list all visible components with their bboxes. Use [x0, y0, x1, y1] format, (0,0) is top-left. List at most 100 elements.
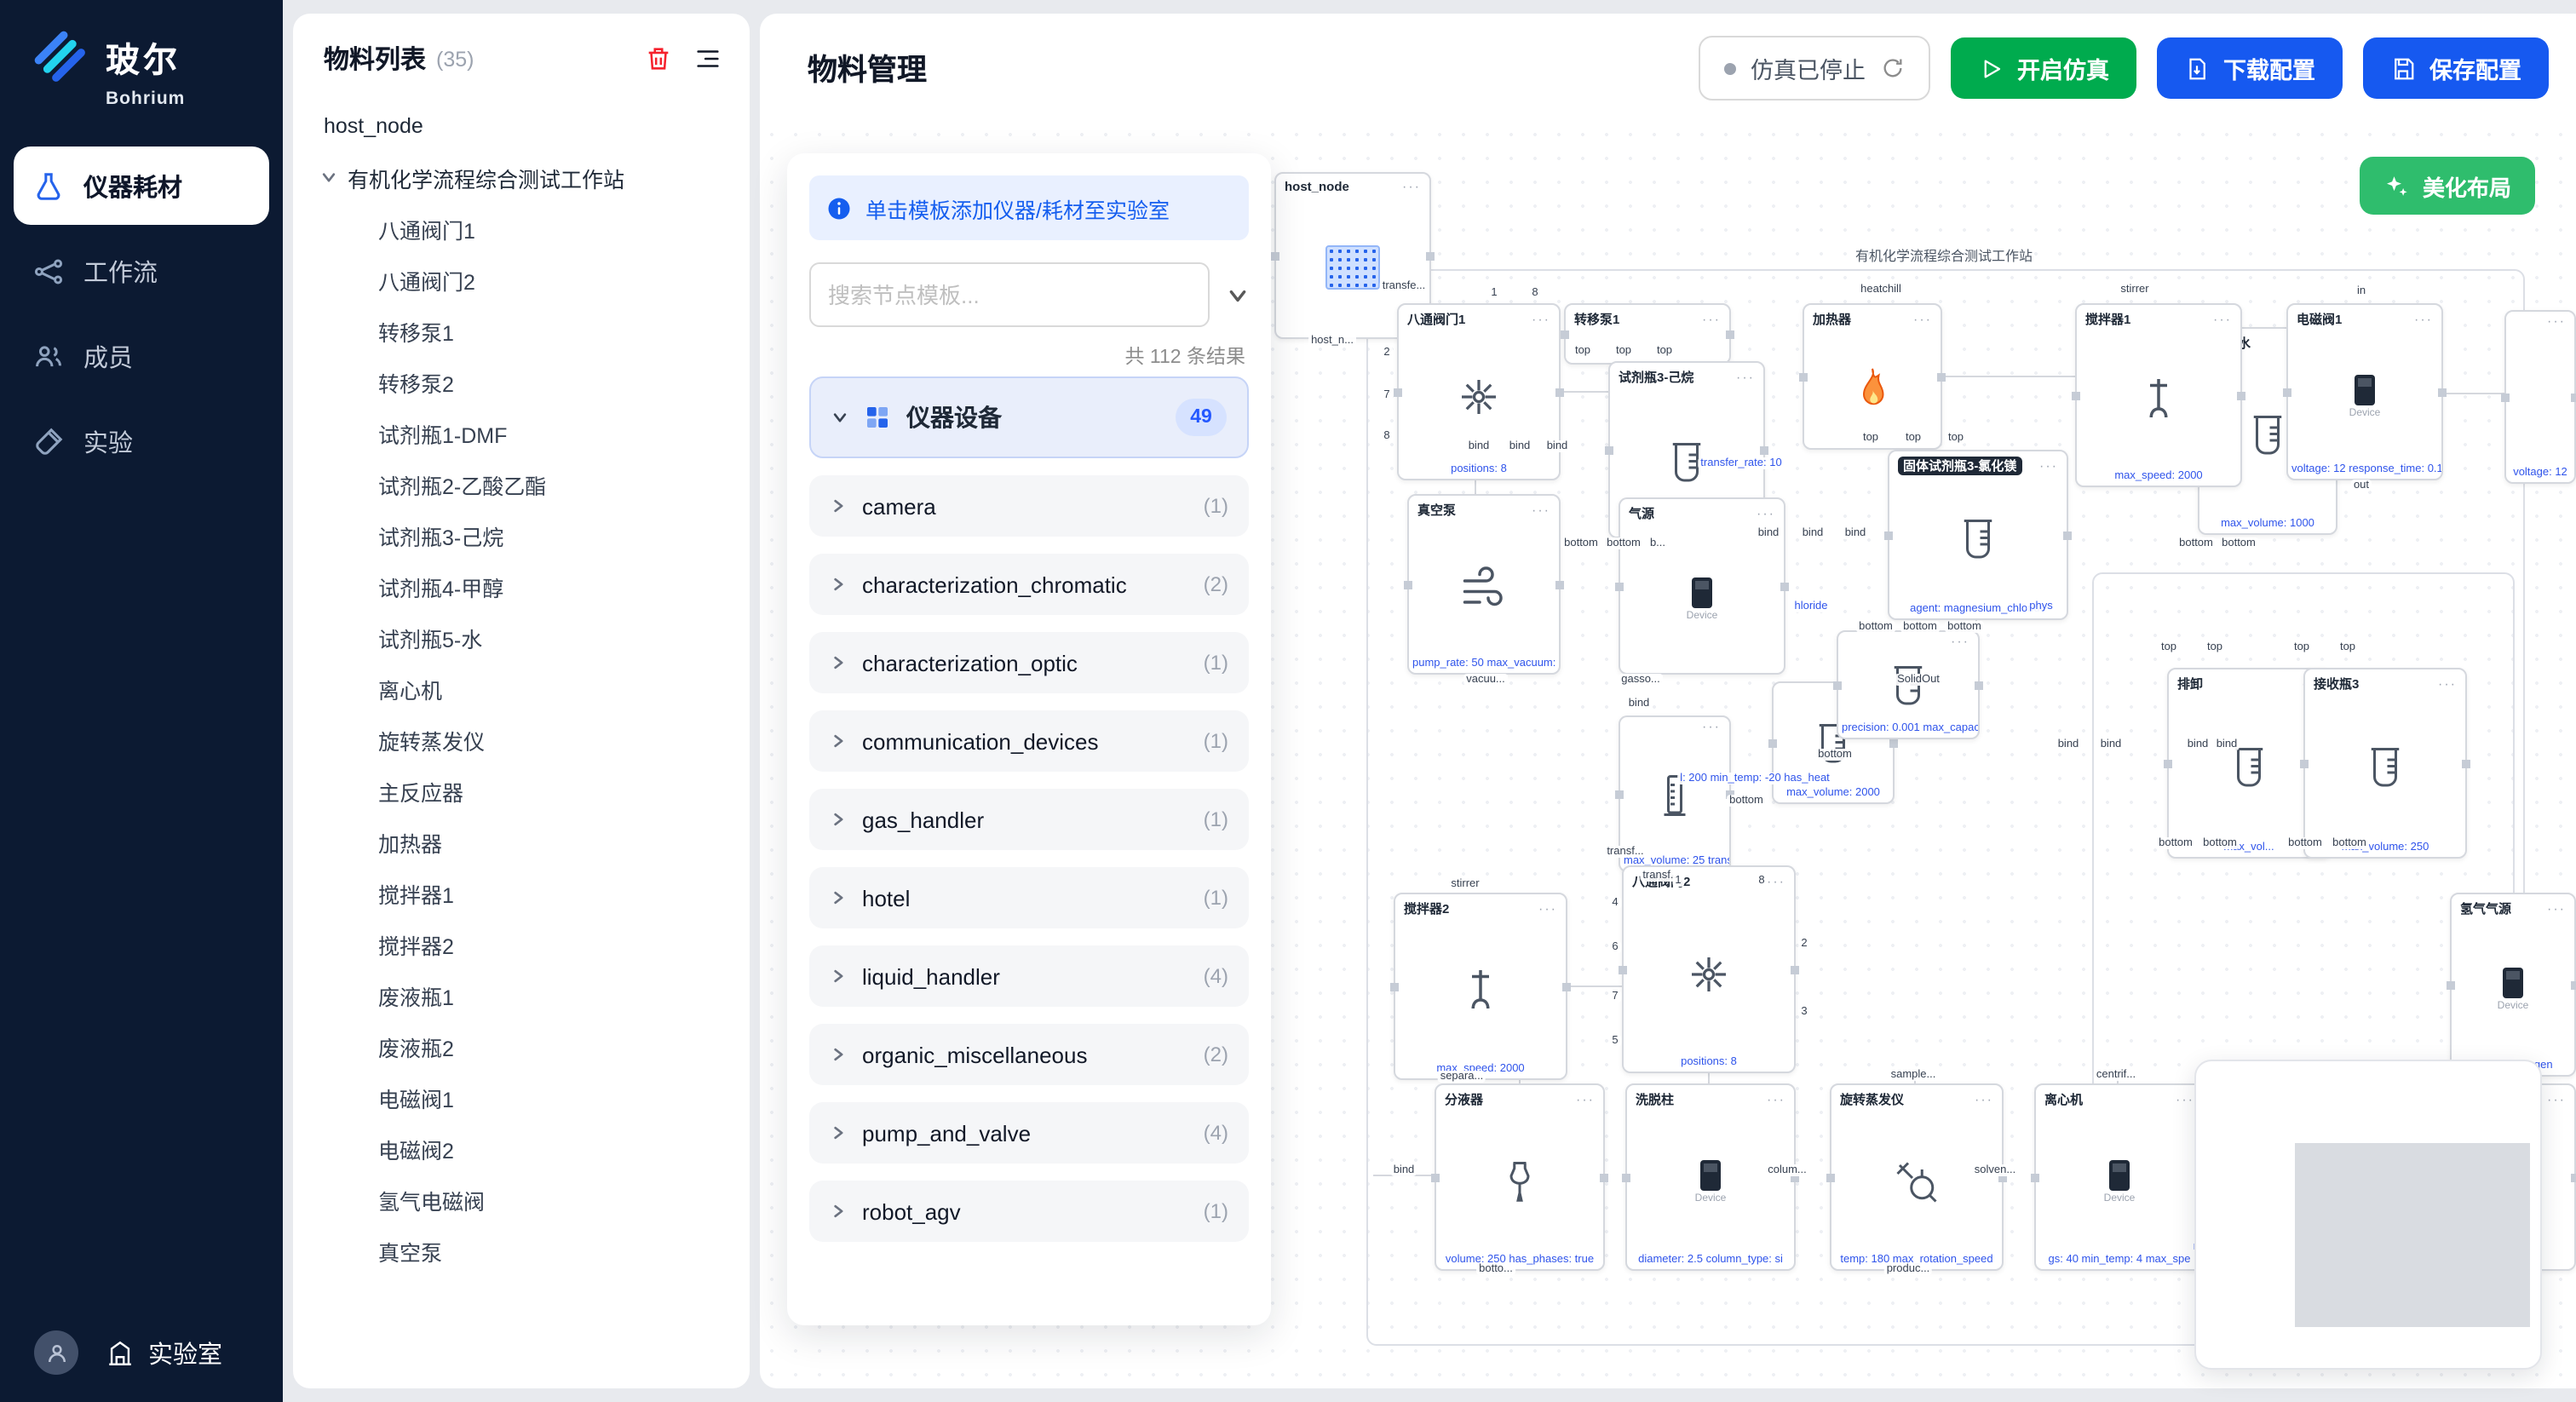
- tree-item[interactable]: 真空泵: [378, 1241, 443, 1265]
- tree-item[interactable]: 离心机: [378, 679, 443, 703]
- sidebar-item-workflow[interactable]: 工作流: [14, 232, 269, 310]
- canvas-node[interactable]: 电磁阀1Devicevoltage: 12 response_time: 0.1: [2283, 303, 2447, 480]
- material-list-panel: 物料列表 (35) host_node 有机化学流程综合测试工作站八通阀门1 八通阀…: [293, 14, 750, 1388]
- more-options-icon[interactable]: [1702, 722, 1721, 733]
- canvas-node[interactable]: 搅拌器1max_speed: 2000: [2072, 303, 2245, 487]
- more-options-icon[interactable]: [1532, 505, 1550, 515]
- tree-group-workstation[interactable]: 有机化学流程综合测试工作站: [293, 152, 750, 203]
- canvas-node[interactable]: 加热器: [1799, 303, 1946, 450]
- more-options-icon[interactable]: [1767, 876, 1785, 887]
- tree-item[interactable]: 电磁阀2: [378, 1139, 454, 1163]
- tree-item[interactable]: 试剂瓶1-DMF: [378, 423, 508, 447]
- category-liquid_handler[interactable]: liquid_handler(4): [809, 945, 1249, 1007]
- more-options-icon[interactable]: [1913, 314, 1932, 325]
- category-gas_handler[interactable]: gas_handler(1): [809, 789, 1249, 850]
- more-options-icon[interactable]: [1975, 1095, 1993, 1105]
- more-options-icon[interactable]: [2213, 314, 2232, 325]
- canvas-node[interactable]: 真空泵pump_rate: 50 max_vacuum: 0.1: [1404, 494, 1564, 675]
- refresh-icon[interactable]: [1881, 56, 1905, 80]
- more-options-icon[interactable]: [1402, 181, 1421, 192]
- tree-item[interactable]: 搅拌器1: [378, 883, 454, 907]
- sidebar-item-members[interactable]: 成员: [14, 317, 269, 395]
- tree-item[interactable]: 旋转蒸发仪: [378, 730, 486, 754]
- category-characterization_optic[interactable]: characterization_optic(1): [809, 632, 1249, 693]
- canvas-node[interactable]: 洗脱柱Devicediameter: 2.5 column_type: si: [1622, 1083, 1799, 1271]
- node-header: 接收瓶3: [2305, 669, 2465, 695]
- more-options-icon[interactable]: [2039, 461, 2058, 471]
- template-search-input[interactable]: [809, 262, 1210, 327]
- more-options-icon[interactable]: [1951, 637, 1969, 647]
- collapse-templates-icon[interactable]: [1227, 284, 1249, 306]
- trash-icon[interactable]: [644, 44, 673, 73]
- avatar[interactable]: [34, 1330, 78, 1375]
- tree-root-host-node[interactable]: host_node: [324, 114, 423, 138]
- more-options-icon[interactable]: [1576, 1095, 1595, 1105]
- beautify-layout-button[interactable]: 美化布局: [2359, 157, 2535, 215]
- tree-item[interactable]: 废液瓶2: [378, 1037, 454, 1060]
- port-label: bottom: [2286, 837, 2325, 849]
- section-count-badge: 49: [1176, 399, 1227, 436]
- category-characterization_chromatic[interactable]: characterization_chromatic(2): [809, 554, 1249, 615]
- tree-item[interactable]: 试剂瓶3-己烷: [378, 526, 504, 549]
- node-header: 电磁阀1: [2288, 305, 2441, 330]
- chevron-right-icon: [830, 968, 847, 985]
- canvas-node[interactable]: 旋转蒸发仪temp: 180 max_rotation_speed: [1826, 1083, 2007, 1271]
- tree-item[interactable]: 电磁阀1: [378, 1088, 454, 1112]
- tree-item[interactable]: 主反应器: [378, 781, 464, 805]
- category-organic_miscellaneous[interactable]: organic_miscellaneous(2): [809, 1024, 1249, 1085]
- section-instruments[interactable]: 仪器设备 49: [809, 376, 1249, 458]
- material-list-header: 物料列表 (35): [293, 14, 750, 90]
- more-options-icon[interactable]: [1767, 1095, 1785, 1105]
- canvas-node[interactable]: 搅拌器2max_speed: 2000: [1390, 893, 1571, 1080]
- canvas-node[interactable]: 氢气气源Device_type: hydrogen: [2447, 893, 2576, 1077]
- more-options-icon[interactable]: [1532, 314, 1550, 325]
- sidebar-item-experiment[interactable]: 实验: [14, 402, 269, 480]
- start-simulation-label: 开启仿真: [2017, 58, 2109, 83]
- tree-item[interactable]: 废液瓶1: [378, 985, 454, 1009]
- canvas-node[interactable]: 八通阀门1positions: 8: [1394, 303, 1564, 480]
- tree-item[interactable]: 八通阀门1: [378, 219, 475, 243]
- category-communication_devices[interactable]: communication_devices(1): [809, 710, 1249, 772]
- more-options-icon[interactable]: [1538, 904, 1557, 914]
- tree-item[interactable]: 加热器: [378, 832, 443, 856]
- category-pump_and_valve[interactable]: pump_and_valve(4): [809, 1102, 1249, 1164]
- tree-item[interactable]: 试剂瓶5-水: [378, 628, 483, 652]
- more-options-icon[interactable]: [1702, 314, 1721, 325]
- tree-item[interactable]: 试剂瓶2-乙酸乙酯: [378, 474, 547, 498]
- more-options-icon[interactable]: [2547, 1095, 2566, 1105]
- tree-item[interactable]: 氢气电磁阀: [378, 1190, 486, 1214]
- save-config-button[interactable]: 保存配置: [2363, 37, 2549, 99]
- canvas-node[interactable]: 固体试剂瓶3-氯化镁agent: magnesium_chloride: [1884, 450, 2072, 620]
- sidebar-item-instrument[interactable]: 仪器耗材: [14, 147, 269, 225]
- start-simulation-button[interactable]: 开启仿真: [1951, 37, 2136, 99]
- category-robot_agv[interactable]: robot_agv(1): [809, 1181, 1249, 1242]
- more-options-icon[interactable]: [1736, 372, 1755, 382]
- canvas-node[interactable]: 接收瓶3max_volume: 250: [2300, 668, 2470, 859]
- more-options-icon[interactable]: [2414, 314, 2433, 325]
- canvas-node[interactable]: 离心机Devicegs: 40 min_temp: 4 max_spe: [2031, 1083, 2208, 1271]
- more-options-icon[interactable]: [1757, 509, 1775, 519]
- collapse-list-icon[interactable]: [693, 44, 722, 73]
- simulation-status[interactable]: 仿真已停止: [1698, 36, 1930, 101]
- category-count: (4): [1203, 964, 1228, 988]
- tree-item[interactable]: 搅拌器2: [378, 934, 454, 958]
- tree-item[interactable]: 八通阀门2: [378, 270, 475, 294]
- minimap-viewport[interactable]: [2295, 1143, 2530, 1327]
- canvas-node[interactable]: 分液器volume: 250 has_phases: true: [1431, 1083, 1608, 1271]
- tree-item[interactable]: 试剂瓶4-甲醇: [378, 577, 504, 600]
- tree-item[interactable]: 转移泵2: [378, 372, 454, 396]
- more-options-icon[interactable]: [2438, 679, 2457, 689]
- download-config-button[interactable]: 下载配置: [2157, 37, 2343, 99]
- category-camera[interactable]: camera(1): [809, 475, 1249, 537]
- tree-item[interactable]: 转移泵1: [378, 321, 454, 345]
- canvas-node[interactable]: voltage: 12: [2501, 310, 2576, 484]
- more-options-icon[interactable]: [2547, 317, 2566, 327]
- more-options-icon[interactable]: [2547, 904, 2566, 914]
- canvas-node[interactable]: 气源Device: [1615, 497, 1789, 675]
- more-options-icon[interactable]: [2176, 1095, 2194, 1105]
- canvas-node[interactable]: 八通阀门2positions: 8: [1619, 865, 1799, 1073]
- lab-switcher[interactable]: 实验室: [106, 1335, 222, 1370]
- category-hotel[interactable]: hotel(1): [809, 867, 1249, 928]
- chevron-right-icon: [830, 654, 847, 671]
- minimap[interactable]: [2194, 1060, 2542, 1370]
